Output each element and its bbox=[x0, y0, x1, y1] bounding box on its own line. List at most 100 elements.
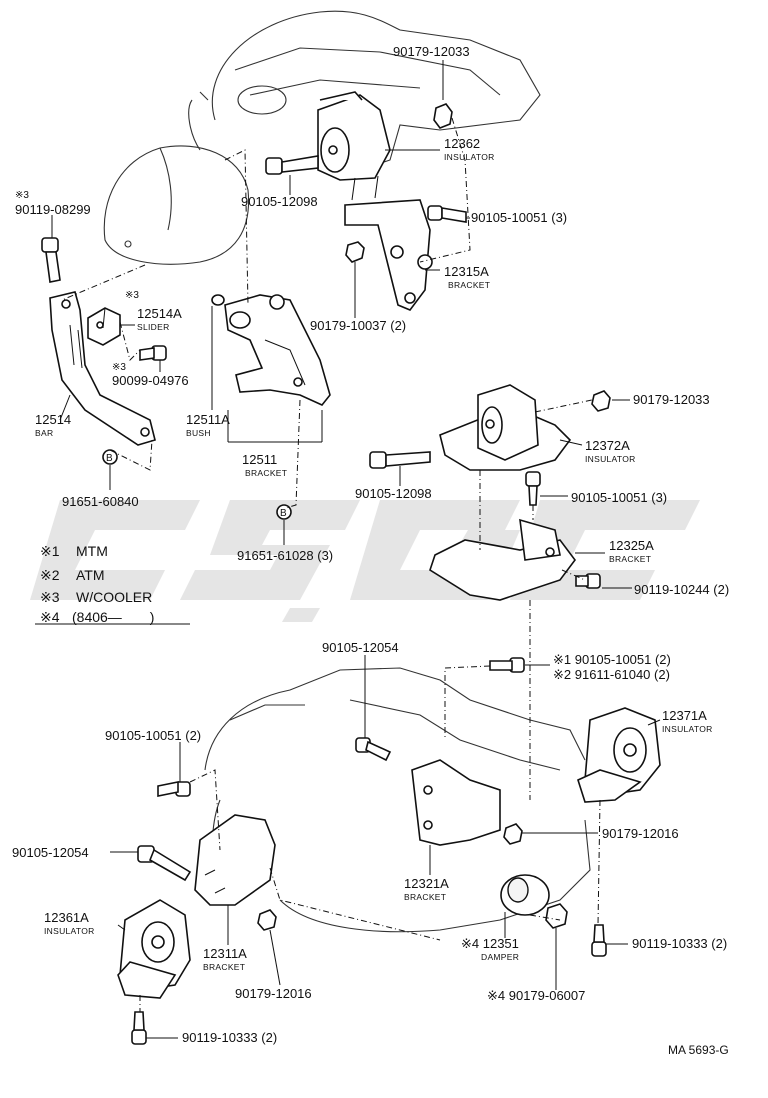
label-90119-10333-bottom: 90119-10333 (2) bbox=[182, 1030, 277, 1045]
label-90099-04976: 90099-04976 bbox=[112, 373, 189, 388]
bracket-12321A bbox=[411, 759, 501, 846]
legend-mark-2: ※2 bbox=[40, 567, 60, 583]
bolt-90099-04976 bbox=[139, 345, 167, 361]
nut-90179-12016-bottom bbox=[257, 909, 277, 931]
bolt-90119-10333-bottom bbox=[131, 1011, 147, 1045]
legend-mark-3: ※3 bbox=[40, 589, 60, 605]
damper-12351 bbox=[500, 874, 550, 916]
nut-90179-12016-right bbox=[503, 823, 523, 845]
diagram-code: MA 5693-G bbox=[668, 1043, 729, 1057]
label-mark3-c: ※3 bbox=[112, 362, 126, 373]
label-12321A: 12321A bbox=[404, 876, 449, 891]
bar-12514 bbox=[49, 291, 156, 446]
label-90105-10051-2: 90105-10051 (2) bbox=[105, 728, 201, 743]
label-12325A: 12325A bbox=[609, 538, 654, 553]
insulator-12372A bbox=[439, 384, 572, 471]
label-12311A-name: BRACKET bbox=[203, 962, 245, 972]
label-12362: 12362 bbox=[444, 136, 480, 151]
label-90119-08299: 90119-08299 bbox=[15, 202, 91, 217]
legend-text-2: ATM bbox=[76, 567, 105, 583]
bolt-90105-10051-mid bbox=[525, 471, 541, 506]
bracket-12325A bbox=[429, 518, 576, 601]
legend-text-1: MTM bbox=[76, 543, 108, 559]
label-12511: 12511 bbox=[242, 452, 277, 467]
label-12371A-name: INSULATOR bbox=[662, 724, 713, 734]
label-91651-60840: 91651-60840 bbox=[62, 494, 139, 509]
label-m1-90105-10051: ※1 90105-10051 (2) bbox=[553, 652, 671, 667]
label-90179-12016-bottom: 90179-12016 bbox=[235, 986, 312, 1001]
label-12362-name: INSULATOR bbox=[444, 152, 495, 162]
label-12311A: 12311A bbox=[203, 946, 247, 961]
label-12361A: 12361A bbox=[44, 910, 89, 925]
bush-12511A bbox=[211, 294, 225, 306]
label-m2-91611-61040: ※2 91611-61040 (2) bbox=[553, 667, 670, 682]
label-12321A-name: BRACKET bbox=[404, 892, 446, 902]
label-12371A: 12371A bbox=[662, 708, 707, 723]
label-12514A: 12514A bbox=[137, 306, 182, 321]
bolt-90105-12054-left bbox=[137, 845, 192, 882]
label-12361A-name: INSULATOR bbox=[44, 926, 95, 936]
insulator-12371A bbox=[577, 707, 661, 803]
bolt-mark-91651-61028: B bbox=[276, 504, 292, 520]
legend-text-4: (8406— ) bbox=[72, 609, 154, 625]
label-12511A: 12511A bbox=[186, 412, 230, 427]
legend-mark-4: ※4 bbox=[40, 609, 60, 625]
label-12514: 12514 bbox=[35, 412, 71, 427]
bolt-90119-10333-right bbox=[591, 924, 607, 957]
label-90179-12016-right: 90179-12016 bbox=[602, 826, 679, 841]
legend-mark-1: ※1 bbox=[40, 543, 60, 559]
label-90179-06007: ※4 90179-06007 bbox=[487, 988, 585, 1003]
label-90179-10037: 90179-10037 (2) bbox=[310, 318, 406, 333]
label-90179-12033-top: 90179-12033 bbox=[393, 44, 470, 59]
bolt-90119-10244 bbox=[575, 573, 601, 589]
label-12514-name: BAR bbox=[35, 428, 53, 438]
label-90179-12033-mid: 90179-12033 bbox=[633, 392, 710, 407]
nut-90179-06007 bbox=[545, 903, 568, 929]
label-90119-10244: 90119-10244 (2) bbox=[634, 582, 729, 597]
label-12351: ※4 12351 bbox=[461, 936, 519, 951]
label-12315A-name: BRACKET bbox=[448, 280, 490, 290]
part-labels: 90179-12033 12362 INSULATOR 90105-12098 … bbox=[12, 44, 729, 1045]
label-12325A-name: BRACKET bbox=[609, 554, 651, 564]
legend-text-3: W/COOLER bbox=[76, 589, 152, 605]
insulator-12361A bbox=[117, 899, 191, 999]
label-12514A-name: SLIDER bbox=[137, 322, 170, 332]
label-90105-10051-3a: 90105-10051 (3) bbox=[471, 210, 567, 225]
label-91651-61028: 91651-61028 (3) bbox=[237, 548, 333, 563]
label-12351-name: DAMPER bbox=[481, 952, 519, 962]
label-mark3-a: ※3 bbox=[15, 190, 29, 201]
label-12372A: 12372A bbox=[585, 438, 630, 453]
label-90105-12098-mid: 90105-12098 bbox=[355, 486, 432, 501]
label-90105-12054-left: 90105-12054 bbox=[12, 845, 89, 860]
bolt-90105-12098-top bbox=[265, 155, 319, 175]
bolt-90105-10051-lower-right bbox=[489, 657, 525, 673]
legend: ※1 MTM ※2 ATM ※3 W/COOLER ※4 (8406— ) bbox=[40, 543, 154, 625]
nut-90179-10037 bbox=[345, 241, 365, 263]
slider-12514A bbox=[87, 307, 121, 346]
label-12315A: 12315A bbox=[444, 264, 489, 279]
insulator-12362 bbox=[317, 91, 391, 201]
bolt-90105-10051-top bbox=[427, 205, 467, 223]
nut-90179-12033-mid bbox=[591, 390, 611, 412]
bolt-90105-12054-top bbox=[355, 737, 392, 762]
leader-lines bbox=[35, 60, 661, 1039]
label-90105-10051-3b: 90105-10051 (3) bbox=[571, 490, 667, 505]
label-mark3-b: ※3 bbox=[125, 290, 139, 301]
label-12511-name: BRACKET bbox=[245, 468, 287, 478]
bolt-mark-label: B bbox=[106, 453, 113, 464]
bolt-90105-12098-mid bbox=[369, 451, 431, 469]
label-12372A-name: INSULATOR bbox=[585, 454, 636, 464]
upper-engine-outline bbox=[103, 10, 541, 265]
label-90105-12098-top: 90105-12098 bbox=[241, 194, 318, 209]
label-90105-12054-top: 90105-12054 bbox=[322, 640, 399, 655]
bolt-90105-10051-lower-left bbox=[157, 781, 191, 797]
bracket-12311A bbox=[194, 814, 276, 906]
label-90119-10333-right: 90119-10333 (2) bbox=[632, 936, 727, 951]
bolt-90119-08299 bbox=[41, 237, 61, 283]
label-12511A-name: BUSH bbox=[186, 428, 211, 438]
bracket-12511 bbox=[224, 294, 331, 406]
bracket-12315A bbox=[344, 199, 433, 311]
bolt-mark-91651-60840: B bbox=[102, 449, 118, 465]
bolt-mark-label: B bbox=[280, 508, 287, 519]
